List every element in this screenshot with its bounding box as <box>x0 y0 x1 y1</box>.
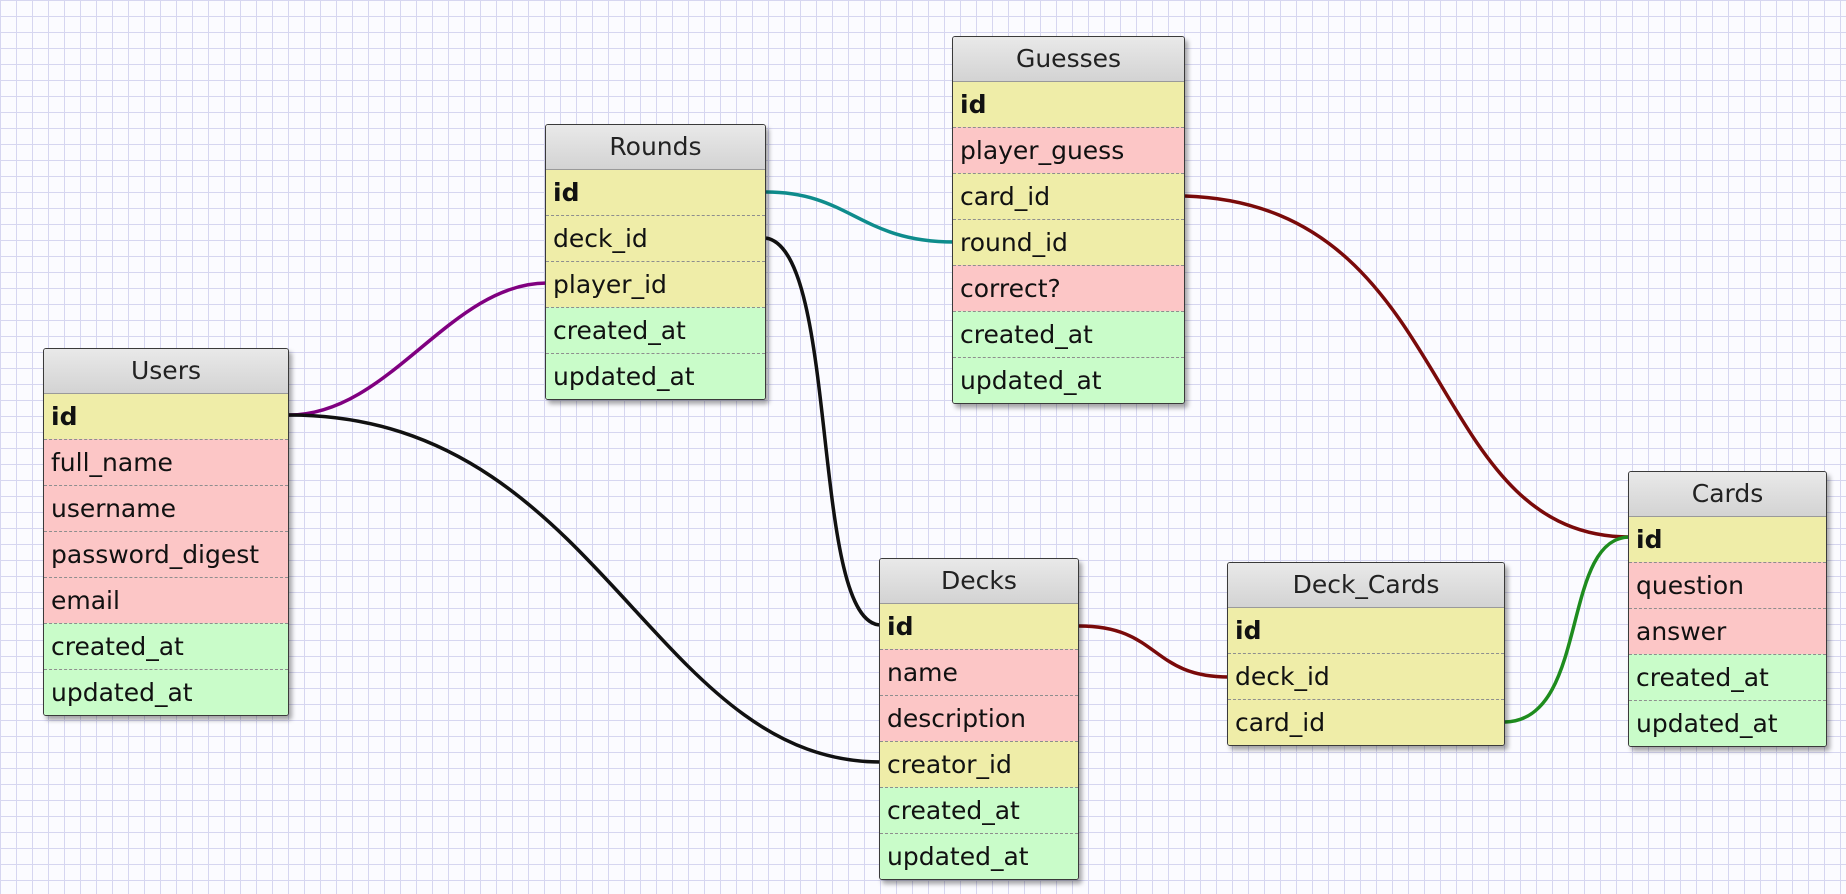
table-title-cards: Cards <box>1629 472 1826 517</box>
field-decks-creator-id: creator_id <box>880 741 1078 787</box>
field-deck-cards-deck-id: deck_id <box>1228 653 1504 699</box>
field-decks-description: description <box>880 695 1078 741</box>
field-rounds-id: id <box>546 170 765 215</box>
relation-rounds-id-to-guesses-round-id <box>765 190 955 244</box>
field-users-updated-at: updated_at <box>44 669 288 715</box>
field-rounds-deck-id: deck_id <box>546 215 765 261</box>
table-decks[interactable]: Decks id name description creator_id cre… <box>879 558 1079 880</box>
relation-rounds-deck-id-to-decks-id <box>765 236 882 627</box>
field-guesses-player-guess: player_guess <box>953 127 1184 173</box>
field-decks-name: name <box>880 649 1078 695</box>
field-guesses-updated-at: updated_at <box>953 357 1184 403</box>
table-title-guesses: Guesses <box>953 37 1184 82</box>
field-decks-updated-at: updated_at <box>880 833 1078 879</box>
field-decks-created-at: created_at <box>880 787 1078 833</box>
table-rounds[interactable]: Rounds id deck_id player_id created_at u… <box>545 124 766 400</box>
table-title-users: Users <box>44 349 288 394</box>
field-cards-question: question <box>1629 562 1826 608</box>
table-title-decks: Decks <box>880 559 1078 604</box>
field-guesses-round-id: round_id <box>953 219 1184 265</box>
field-rounds-updated-at: updated_at <box>546 353 765 399</box>
field-guesses-card-id: card_id <box>953 173 1184 219</box>
field-guesses-created-at: created_at <box>953 311 1184 357</box>
field-rounds-created-at: created_at <box>546 307 765 353</box>
table-title-rounds: Rounds <box>546 125 765 170</box>
field-users-username: username <box>44 485 288 531</box>
field-users-created-at: created_at <box>44 623 288 669</box>
relation-decks-id-to-deck-cards-deck-id <box>1078 624 1230 679</box>
field-rounds-player-id: player_id <box>546 261 765 307</box>
field-decks-id: id <box>880 604 1078 649</box>
field-users-id: id <box>44 394 288 439</box>
field-guesses-id: id <box>953 82 1184 127</box>
field-deck-cards-id: id <box>1228 608 1504 653</box>
field-users-email: email <box>44 577 288 623</box>
field-cards-updated-at: updated_at <box>1629 700 1826 746</box>
relation-guesses-card-id-to-cards-id <box>1184 194 1631 539</box>
field-cards-answer: answer <box>1629 608 1826 654</box>
table-deck-cards[interactable]: Deck_Cards id deck_id card_id <box>1227 562 1505 746</box>
table-title-deck-cards: Deck_Cards <box>1228 563 1504 608</box>
relation-users-id-to-rounds-player-id <box>288 281 548 417</box>
relation-users-id-to-decks-creator-id <box>288 413 882 764</box>
relation-deck-cards-card-id-to-cards-id <box>1504 535 1631 724</box>
field-cards-created-at: created_at <box>1629 654 1826 700</box>
field-guesses-correct: correct? <box>953 265 1184 311</box>
table-users[interactable]: Users id full_name username password_dig… <box>43 348 289 716</box>
field-cards-id: id <box>1629 517 1826 562</box>
field-deck-cards-card-id: card_id <box>1228 699 1504 745</box>
table-cards[interactable]: Cards id question answer created_at upda… <box>1628 471 1827 747</box>
field-users-password-digest: password_digest <box>44 531 288 577</box>
field-users-full-name: full_name <box>44 439 288 485</box>
table-guesses[interactable]: Guesses id player_guess card_id round_id… <box>952 36 1185 404</box>
